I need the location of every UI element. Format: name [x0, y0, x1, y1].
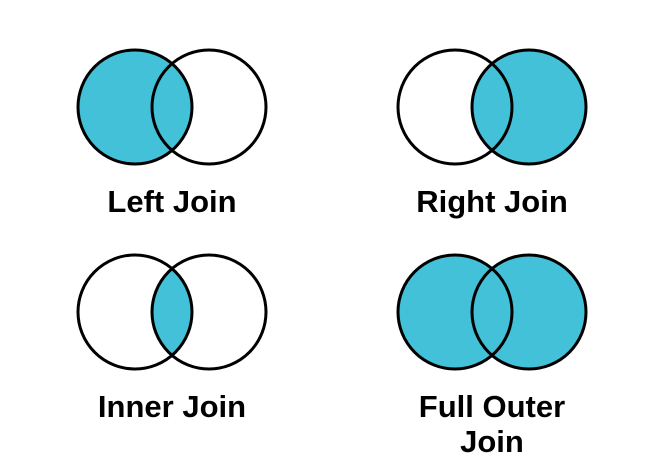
venn-cell-left-join: Left Join: [12, 44, 332, 219]
diagram-label-inner-join: Inner Join: [97, 389, 247, 424]
left-circle-outline: [76, 253, 194, 371]
right-circle-outline: [150, 48, 268, 166]
diagram-label-left-join: Left Join: [107, 184, 237, 219]
diagram-label-right-join: Right Join: [416, 184, 568, 219]
intersection-region-fill: [472, 50, 512, 164]
venn-cell-inner-join: Inner Join: [12, 249, 332, 459]
venn-cell-full-outer-join: Full Outer Join: [332, 249, 652, 459]
intersection-region-fill: [152, 50, 192, 164]
venn-diagram-full-outer-join-icon: [396, 253, 588, 371]
venn-cell-right-join: Right Join: [332, 44, 652, 219]
left-circle-outline: [76, 48, 194, 166]
join-diagram-grid: Left Join Right Join Inner Join Full Out…: [12, 44, 654, 459]
venn-diagram-right-join-icon: [396, 48, 588, 166]
venn-diagram-inner-join-icon: [76, 253, 268, 371]
right-circle-outline: [470, 48, 588, 166]
right-circle-outline: [150, 253, 268, 371]
diagram-label-full-outer-join: Full Outer Join: [418, 389, 566, 459]
left-circle-outline: [396, 48, 514, 166]
right-circle-outline: [470, 253, 588, 371]
intersection-region-fill: [472, 255, 512, 369]
venn-diagram-left-join-icon: [76, 48, 268, 166]
intersection-region-fill: [152, 255, 192, 369]
left-circle-outline: [396, 253, 514, 371]
